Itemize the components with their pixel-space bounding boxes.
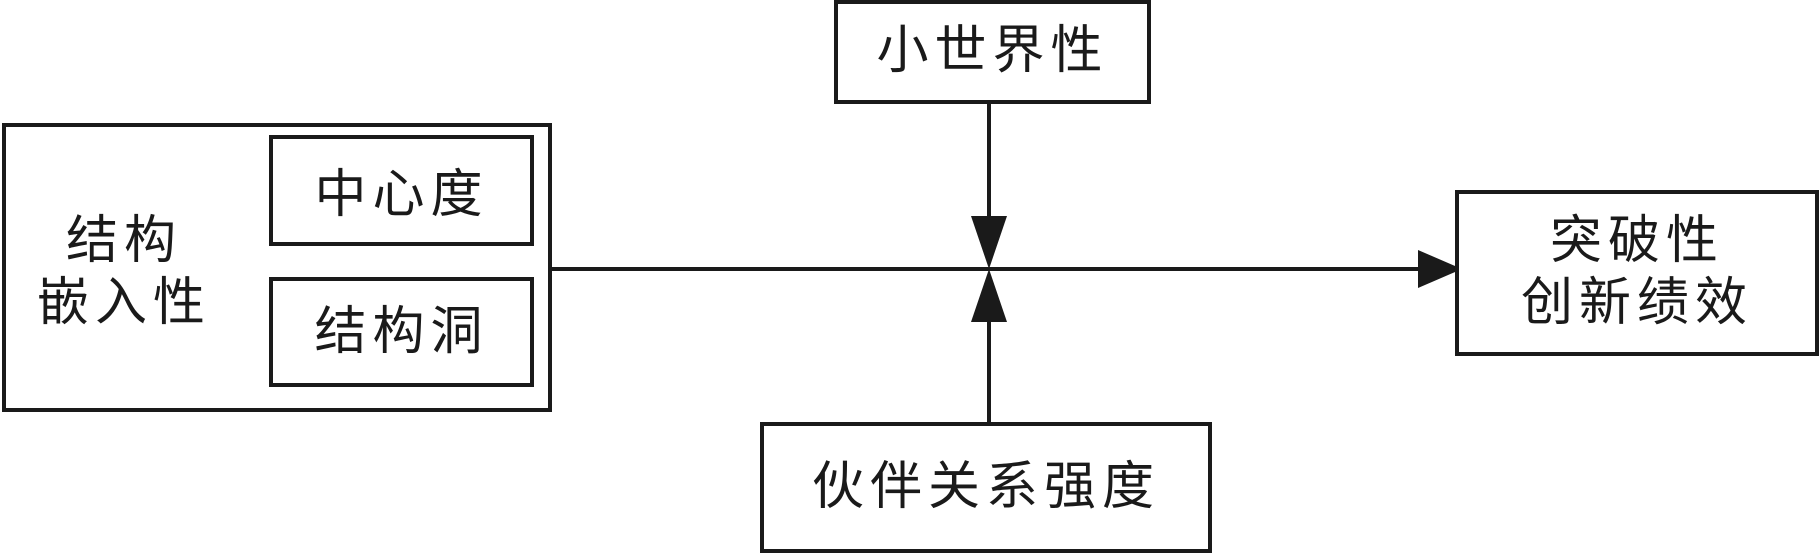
arrowhead-to-performance [1418,250,1462,288]
structural-embeddedness-line1: 结构 [65,211,182,271]
breakthrough-innovation-box [1455,190,1819,356]
arrowhead-small-world [971,216,1007,269]
structural-embeddedness-label: 结构 嵌入性 [14,210,234,335]
breakthrough-innovation-line2: 创新绩效 [1520,273,1753,334]
centrality-label: 中心度 [314,165,489,225]
partner-tie-strength-label: 伙伴关系强度 [811,457,1160,517]
structural-embeddedness-line2: 嵌入性 [36,273,211,334]
structural-holes-box [269,277,534,387]
small-world-label: 小世界性 [876,21,1109,81]
breakthrough-innovation-label: 突破性 创新绩效 [1455,210,1819,335]
breakthrough-innovation-line1: 突破性 [1549,211,1724,271]
structural-holes-label: 结构洞 [314,302,489,362]
small-world-box [834,0,1151,104]
partner-tie-strength-box [760,422,1212,553]
centrality-box [269,135,534,246]
arrowhead-partner-tie [971,269,1007,322]
